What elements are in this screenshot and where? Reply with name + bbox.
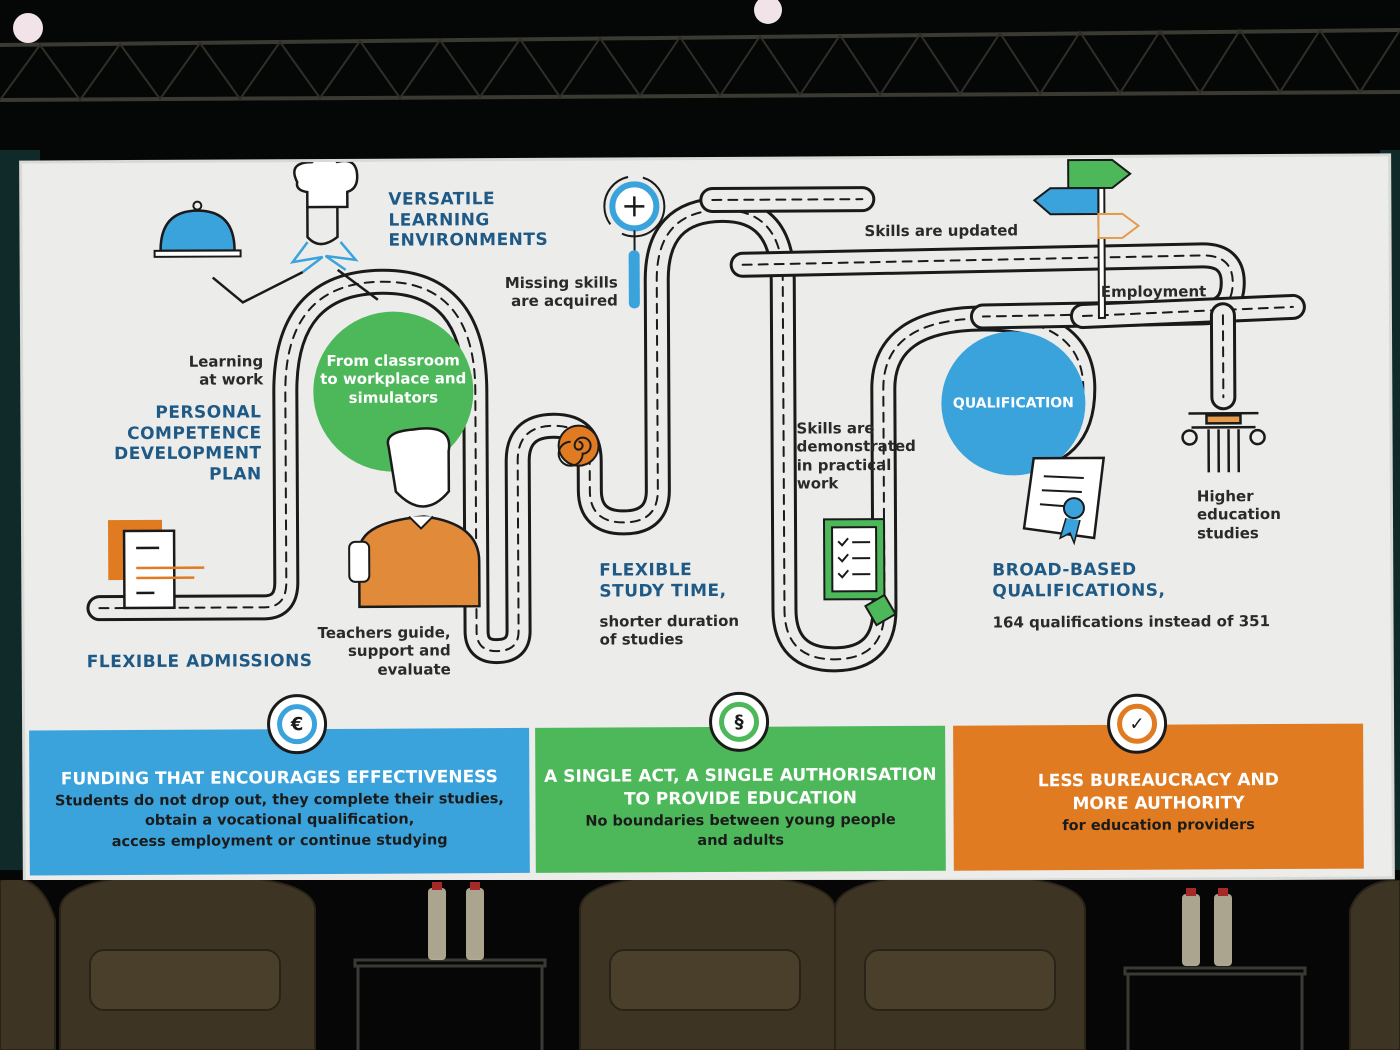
teachers-label: Teachers guide, support and evaluate xyxy=(317,623,451,679)
stage-truss xyxy=(0,0,1400,102)
qualification-label: QUALIFICATION xyxy=(952,395,1074,412)
document-icon xyxy=(107,519,205,610)
clipboard-checklist-icon xyxy=(822,518,897,627)
water-bottles xyxy=(428,882,1232,966)
spotlight xyxy=(754,0,782,24)
learning-at-work-label: Learning at work xyxy=(188,352,264,389)
higher-education-label: Higher education studies xyxy=(1196,487,1281,543)
broad-based-heading: BROAD-BASED QUALIFICATIONS, xyxy=(992,559,1166,602)
checkmark-icon: ✓ xyxy=(1106,693,1168,754)
teacher-icon xyxy=(348,427,481,609)
magnifier-plus-icon xyxy=(603,175,666,309)
projection-screen: VERSATILE LEARNING ENVIRONMENTS Learning… xyxy=(22,156,1392,884)
stage-furniture xyxy=(0,880,1400,1050)
qualification-circle xyxy=(941,331,1086,476)
green-circle-text: From classroom to workplace and simulato… xyxy=(320,351,467,407)
certificate-icon xyxy=(1022,456,1106,546)
spiral-icon xyxy=(557,424,600,467)
signpost-icon xyxy=(1032,158,1141,319)
side-table xyxy=(353,958,1307,1050)
euro-icon: € xyxy=(266,693,328,755)
section-sign-icon: § xyxy=(708,691,770,752)
flexible-study-sub: shorter duration of studies xyxy=(599,611,740,649)
pcdp-heading: PERSONAL COMPETENCE DEVELOPMENT PLAN xyxy=(114,402,262,485)
missing-skills-label: Missing skills are acquired xyxy=(504,273,618,311)
column-icon xyxy=(1181,411,1266,473)
flexible-admissions-heading: FLEXIBLE ADMISSIONS xyxy=(86,651,313,673)
panel-less-bureaucracy: LESS BUREAUCRACY AND MORE AUTHORITY for … xyxy=(953,723,1364,871)
armchair xyxy=(0,880,1400,1050)
broad-based-sub: 164 qualifications instead of 351 xyxy=(992,612,1271,632)
skills-updated-label: Skills are updated xyxy=(864,221,1019,241)
chef-icon xyxy=(211,156,379,304)
versatile-heading: VERSATILE LEARNING ENVIRONMENTS xyxy=(388,189,549,252)
flexible-study-heading: FLEXIBLE STUDY TIME, xyxy=(599,560,727,602)
cloche-icon xyxy=(153,200,242,258)
skills-demonstrated-label: Skills are demonstrated in practical wor… xyxy=(796,419,916,493)
spotlight xyxy=(13,13,43,43)
employment-label: Employment xyxy=(1100,282,1207,301)
roadmap-illustration xyxy=(86,156,1306,673)
panel-funding: FUNDING THAT ENCOURAGES EFFECTIVENESS St… xyxy=(29,727,530,876)
